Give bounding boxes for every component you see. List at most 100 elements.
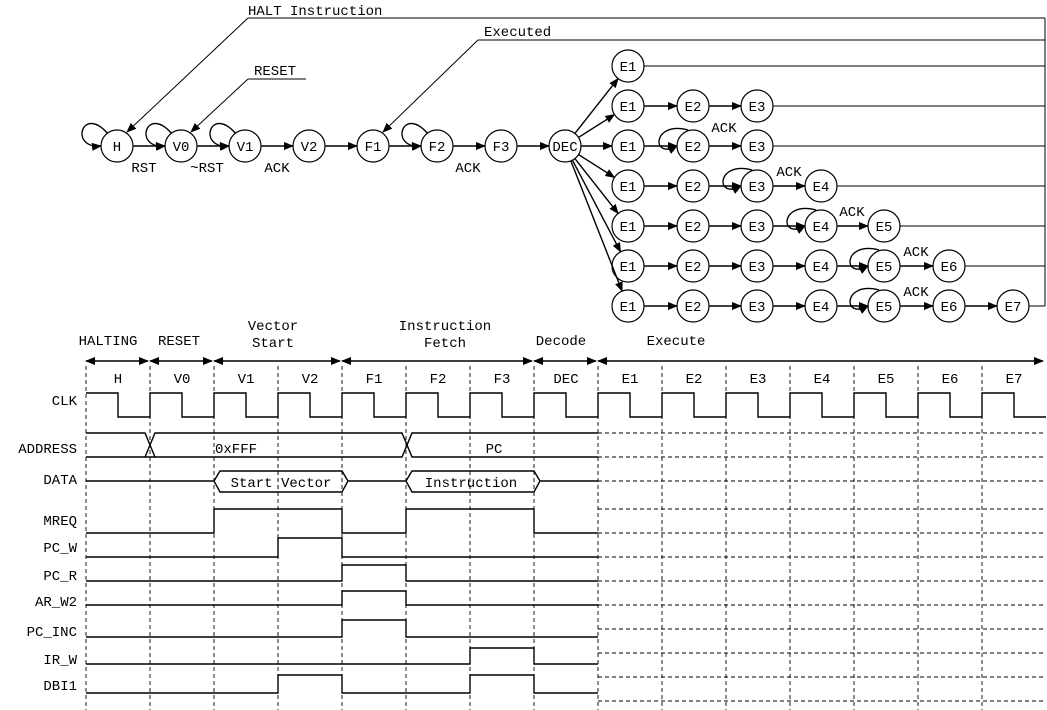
arrow-dec-e1-row2 [578,113,616,139]
state-label: E3 [749,300,766,316]
state-e1-row7: E1 [611,289,645,323]
address-value-pc: PC [486,442,503,458]
state-e4-row7: E4 [804,289,838,323]
state-e5-row7: E5 [867,289,901,323]
annotation-reset: RESET [254,64,296,80]
wait-loop-e2 [658,127,689,154]
phase-execute: Execute [647,334,706,350]
state-e2-row3: E2 [676,129,710,163]
state-label: E1 [620,300,637,316]
signal-name-clk: CLK [52,394,78,410]
wait-loop-e3-ack: ACK [776,165,802,181]
state-label: H [113,140,121,156]
phase-label-line: HALTING [79,334,138,350]
state-label: E6 [941,300,958,316]
state-label: E2 [685,300,702,316]
cycle-label-e6: E6 [942,372,959,388]
wait-loop-e5-row7-ack: ACK [903,285,929,301]
phase-label-line: Execute [647,334,706,350]
state-v0: V0 [164,129,198,163]
state-label: E2 [685,100,702,116]
self-loop-h [81,122,108,151]
cycle-label-e4: E4 [814,372,831,388]
phase-decode: Decode [536,334,586,350]
state-label: E5 [876,300,893,316]
signal-name-address: ADDRESS [18,442,77,458]
waveform-pc-w [86,537,598,558]
waveform-ir-w [86,647,598,665]
state-label: E3 [749,180,766,196]
phase-label-line: Fetch [424,336,466,352]
arrow-dec-e1-row4 [578,153,616,179]
cycle-label-e3: E3 [750,372,767,388]
data-value-instruction: Instruction [425,476,517,492]
state-v2: V2 [292,129,326,163]
state-e3-row2: E3 [740,89,774,123]
state-label: E1 [620,100,637,116]
phase-label-line: Vector [248,319,298,335]
cycle-label-v0: V0 [174,372,191,388]
state-e3-row6: E3 [740,249,774,283]
waveform-ar-w2 [86,590,598,606]
state-e2-row4: E2 [676,169,710,203]
waveform-mreq [86,508,598,534]
state-v1: V1 [228,129,262,163]
cycle-label-e2: E2 [686,372,703,388]
state-e2-row7: E2 [676,289,710,323]
cycle-label-v2: V2 [302,372,319,388]
cycle-label-e7: E7 [1006,372,1023,388]
state-label: E1 [620,180,637,196]
state-e3-row5: E3 [740,209,774,243]
wait-loop-e2-ack: ACK [711,121,737,137]
phase-label-line: Decode [536,334,586,350]
waveform-pc-r [86,564,598,582]
state-e1-row5: E1 [611,209,645,243]
waveform-pc-inc [86,619,598,638]
state-e7-row7: E7 [996,289,1030,323]
state-e1-row4: E1 [611,169,645,203]
state-label: E2 [685,140,702,156]
state-label: E1 [620,140,637,156]
data-value-start-vector: Start Vector [231,476,332,492]
state-e4-row5: E4 [804,209,838,243]
signal-name-ir-w: IR_W [43,653,77,669]
address-bus-segment-a [144,432,598,458]
state-e2-row5: E2 [676,209,710,243]
state-label: E2 [685,180,702,196]
signal-name-ar-w2: AR_W2 [35,595,77,611]
state-e3-row3: E3 [740,129,774,163]
cycle-label-f3: F3 [494,372,511,388]
wait-loop-e5-row6 [849,247,880,274]
annotation-halt: HALT Instruction [248,4,382,20]
state-f2: F2 [420,129,454,163]
signal-name-mreq: MREQ [43,514,77,530]
state-label: F2 [429,140,446,156]
signal-name-pc-inc: PC_INC [27,625,77,641]
clk-waveform [86,392,1046,418]
state-label: F3 [493,140,510,156]
label-rst: RST [131,161,156,177]
state-label: V1 [237,140,254,156]
label-ack-v: ACK [264,161,290,177]
state-e2-row6: E2 [676,249,710,283]
wait-loop-e3 [722,167,753,194]
state-label: E4 [813,220,830,236]
state-label: E3 [749,140,766,156]
label-ack-f: ACK [455,161,481,177]
address-value-0xfff: 0xFFF [215,442,257,458]
state-label: E1 [620,60,637,76]
signal-name-dbi1: DBI1 [43,679,77,695]
arrow-dec-e1-row6 [571,159,622,253]
state-label: E1 [620,260,637,276]
state-e4-row6: E4 [804,249,838,283]
signal-name-pc-r: PC_R [43,569,77,585]
address-bus-segment-b [155,432,598,458]
signal-name-data: DATA [43,473,77,489]
state-label: V2 [301,140,318,156]
state-e3-row7: E3 [740,289,774,323]
